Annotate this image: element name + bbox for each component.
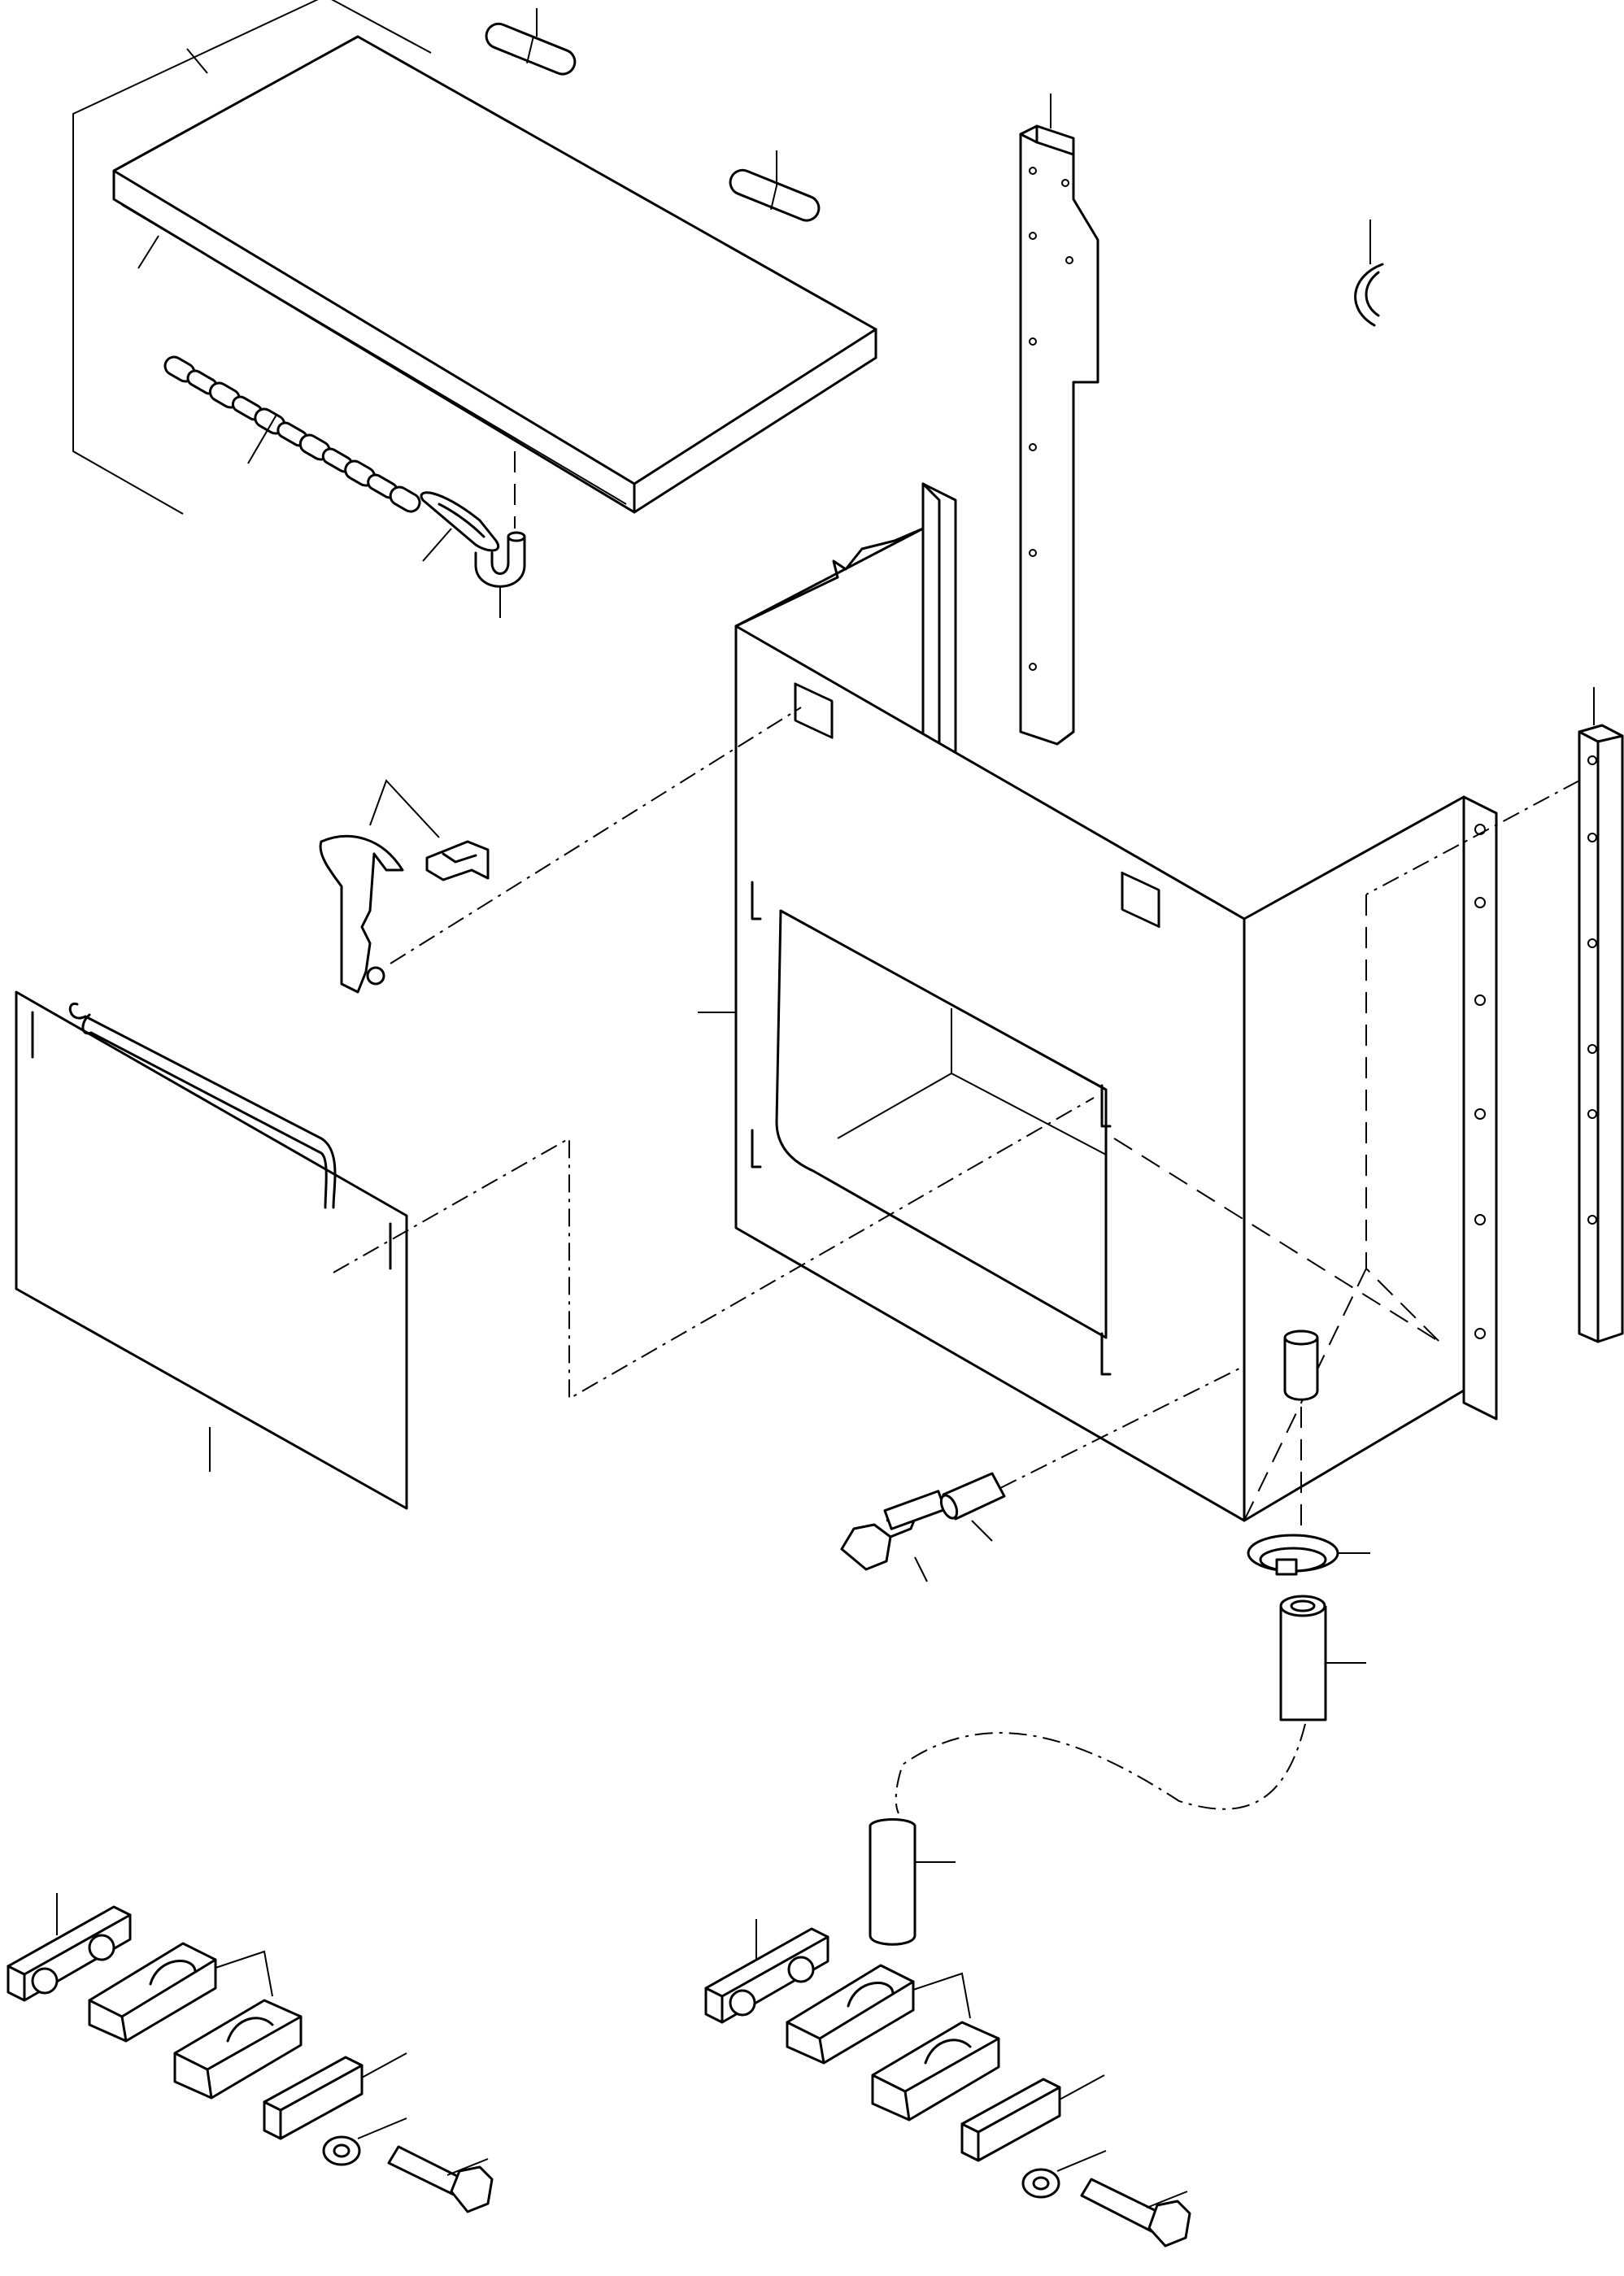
clamp-half-upper-right xyxy=(786,1964,971,2065)
drain-hose-upper xyxy=(895,1595,1366,1814)
spacer-bushing xyxy=(939,1365,1245,1542)
washer-right xyxy=(1021,2150,1107,2199)
front-cover-plate xyxy=(15,990,1095,1510)
lid xyxy=(72,0,877,515)
hinge-pin-1 xyxy=(485,8,577,76)
clamp-plate-left xyxy=(7,1893,132,2002)
clamp-half-lower-left xyxy=(173,1999,303,2100)
clamp-half-upper-left xyxy=(88,1942,273,2043)
snap-hook xyxy=(420,491,499,562)
j-hook xyxy=(474,451,526,618)
clamp-half-lower-right xyxy=(871,2021,1000,2122)
hose-clamp xyxy=(1247,1407,1370,1576)
washer-left xyxy=(322,2117,407,2166)
clamp-backplate-right xyxy=(960,2074,1105,2162)
drain-nozzle xyxy=(1283,1329,1319,1401)
clamp-backplate-left xyxy=(263,2052,407,2140)
drain-hose-lower xyxy=(869,1818,956,1946)
latch-keeper xyxy=(425,840,490,881)
box-body xyxy=(698,482,1498,1522)
bolt-center xyxy=(840,1490,947,1582)
chain xyxy=(163,355,421,513)
c-clip xyxy=(1354,220,1384,327)
clamp-plate-right xyxy=(704,1919,829,2024)
hinge-bracket-strip xyxy=(1019,94,1099,746)
bolt-left xyxy=(387,2145,494,2213)
latch xyxy=(319,707,802,994)
mounting-rail xyxy=(1365,687,1624,1343)
hinge-pin-2 xyxy=(729,150,821,222)
bolt-right xyxy=(1080,2178,1191,2248)
